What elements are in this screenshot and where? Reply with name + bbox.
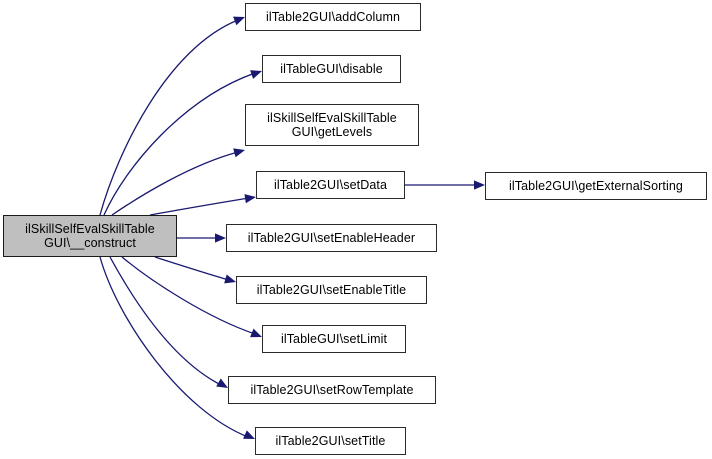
graph-node-label-setLimit: ilTableGUI\setLimit: [280, 332, 388, 346]
graph-node-setEnableTitle[interactable]: ilTable2GUI\setEnableTitle: [236, 276, 427, 304]
graph-node-disable[interactable]: ilTableGUI\disable: [262, 55, 401, 83]
edge-root-to-setLimit: [121, 256, 256, 335]
edge-root-to-setData: [149, 197, 250, 216]
graph-node-label-getExternalSorting: ilTable2GUI\getExternalSorting: [509, 179, 683, 193]
arrowhead-setEnableTitle: [224, 274, 236, 284]
arrowhead-disable: [250, 70, 262, 79]
arrowhead-setLimit: [250, 328, 262, 338]
edge-root-to-setTitle: [99, 256, 249, 438]
graph-node-setLimit[interactable]: ilTableGUI\setLimit: [262, 325, 406, 353]
graph-node-label-addColumn: ilTable2GUI\addColumn: [265, 10, 401, 24]
graph-node-label-disable: ilTableGUI\disable: [280, 62, 383, 76]
arrowhead-setRowTemplate: [216, 378, 228, 388]
graph-node-setEnableHeader[interactable]: ilTable2GUI\setEnableHeader: [226, 224, 437, 252]
edge-root-to-addColumn: [99, 19, 239, 216]
graph-node-label-getLevels: ilSkillSelfEvalSkillTable GUI\getLevels: [267, 111, 397, 139]
arrowhead-addColumn: [233, 16, 245, 26]
arrowhead-getExternalSorting: [474, 180, 485, 190]
arrowhead-setData: [244, 194, 256, 204]
graph-node-setRowTemplate[interactable]: ilTable2GUI\setRowTemplate: [228, 376, 436, 404]
edge-root-to-getLevels: [111, 151, 239, 216]
arrowhead-setEnableHeader: [215, 233, 226, 243]
graph-node-label-setEnableTitle: ilTable2GUI\setEnableTitle: [256, 283, 407, 297]
edge-root-to-setEnableTitle: [154, 256, 230, 281]
graph-node-label-setData: ilTable2GUI\setData: [273, 178, 388, 192]
graph-node-root[interactable]: ilSkillSelfEvalSkillTable GUI\__construc…: [3, 215, 177, 257]
arrowhead-setTitle: [243, 430, 255, 439]
graph-node-addColumn[interactable]: ilTable2GUI\addColumn: [245, 3, 421, 31]
graph-node-label-setTitle: ilTable2GUI\setTitle: [275, 434, 386, 448]
arrowhead-getLevels: [233, 148, 245, 158]
graph-node-label-setEnableHeader: ilTable2GUI\setEnableHeader: [247, 231, 416, 245]
graph-node-getExternalSorting[interactable]: ilTable2GUI\getExternalSorting: [485, 172, 707, 200]
edge-root-to-disable: [103, 72, 256, 216]
graph-node-label-root: ilSkillSelfEvalSkillTable GUI\__construc…: [25, 222, 155, 250]
graph-node-setTitle[interactable]: ilTable2GUI\setTitle: [255, 427, 406, 455]
graph-node-setData[interactable]: ilTable2GUI\setData: [256, 171, 405, 199]
edge-root-to-setRowTemplate: [109, 256, 222, 386]
graph-node-getLevels[interactable]: ilSkillSelfEvalSkillTable GUI\getLevels: [245, 104, 419, 146]
graph-node-label-setRowTemplate: ilTable2GUI\setRowTemplate: [250, 383, 414, 397]
